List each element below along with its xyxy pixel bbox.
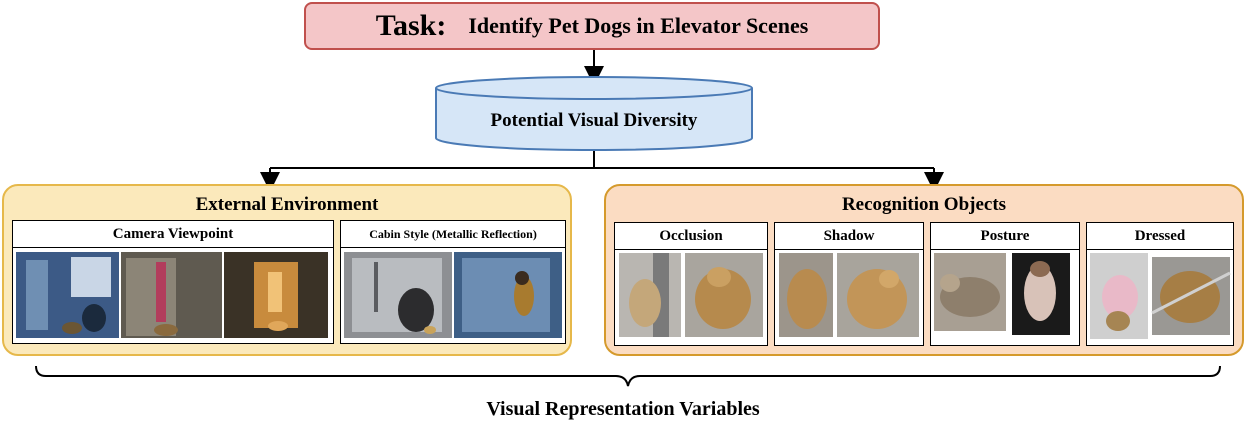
occlusion-title: Occlusion: [615, 223, 767, 250]
camera-viewpoint-title: Camera Viewpoint: [13, 221, 333, 248]
cabin-style-box: Cabin Style (Metallic Reflection): [340, 220, 566, 344]
camera-viewpoint-box: Camera Viewpoint: [12, 220, 334, 344]
dressed-title: Dressed: [1087, 223, 1233, 250]
external-environment-panel: External Environment Camera Viewpoint Ca…: [2, 184, 572, 356]
dressed-box: Dressed: [1086, 222, 1234, 346]
posture-images: [934, 253, 1070, 335]
occlusion-box: Occlusion: [614, 222, 768, 346]
camera-viewpoint-images: [16, 252, 328, 338]
task-text: Identify Pet Dogs in Elevator Scenes: [468, 13, 809, 38]
shadow-box: Shadow: [774, 222, 924, 346]
recognition-title: Recognition Objects: [841, 194, 1007, 215]
task-prefix: Task:: [375, 9, 447, 42]
database-label: Potential Visual Diversity: [490, 110, 698, 131]
occlusion-images: [619, 253, 763, 337]
recognition-objects-panel: Recognition Objects Occlusion Shadow Pos…: [604, 184, 1244, 356]
task-box: Task: Identify Pet Dogs in Elevator Scen…: [304, 2, 880, 50]
posture-box: Posture: [930, 222, 1080, 346]
shadow-images: [779, 253, 919, 337]
cabin-style-title: Cabin Style (Metallic Reflection): [341, 221, 565, 248]
external-title: External Environment: [195, 194, 379, 215]
shadow-title: Shadow: [775, 223, 923, 250]
dressed-images: [1090, 253, 1231, 339]
posture-title: Posture: [931, 223, 1079, 250]
footer-label: Visual Representation Variables: [486, 398, 760, 420]
bottom-brace: [35, 365, 1221, 387]
cabin-style-images: [344, 252, 562, 338]
database-cylinder: [435, 76, 753, 151]
